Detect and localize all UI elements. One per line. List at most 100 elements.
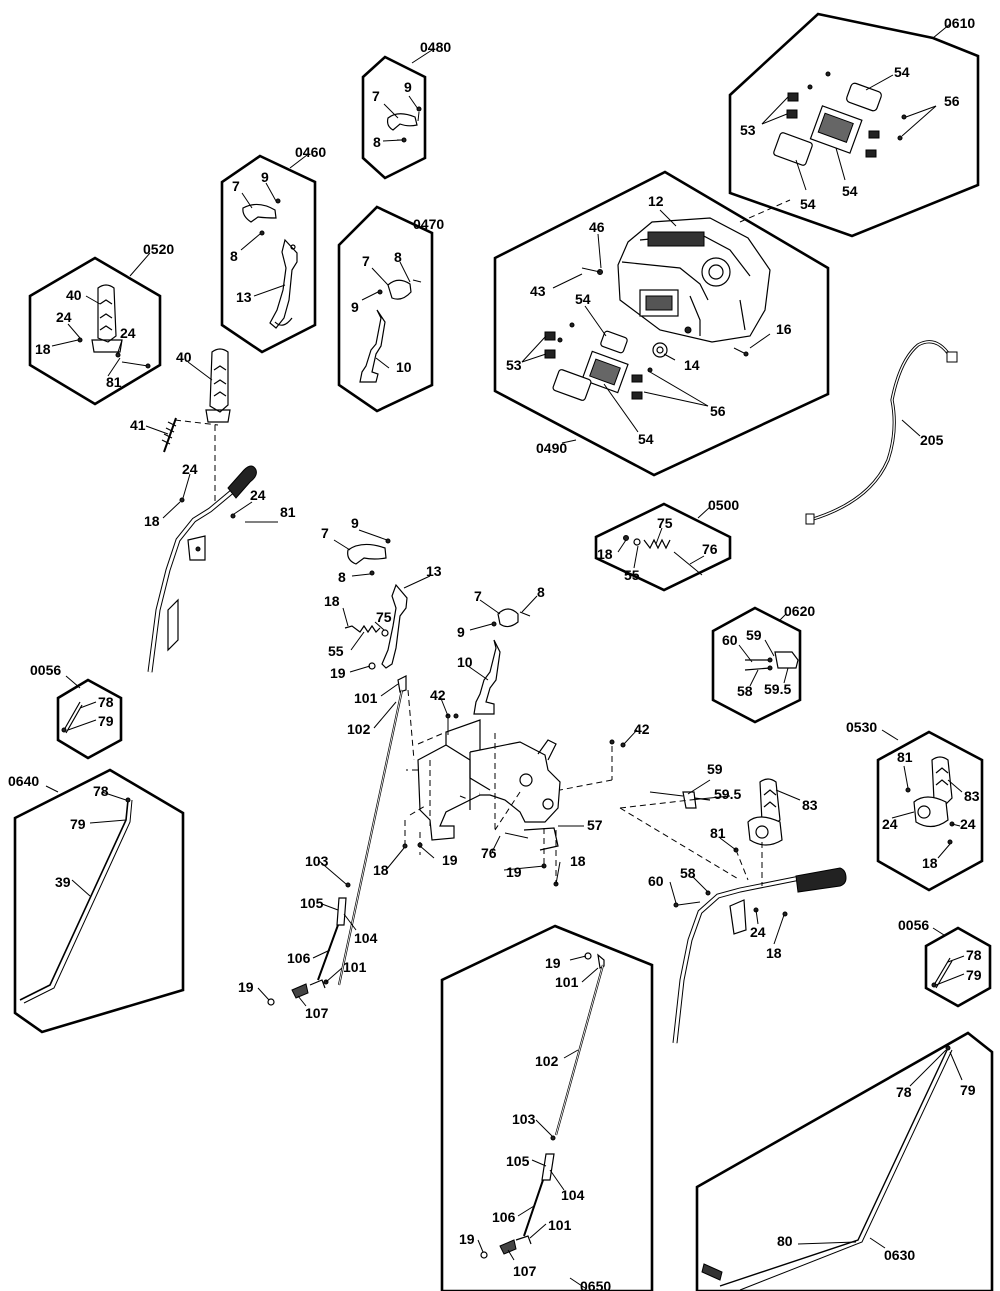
callout: 8: [338, 569, 346, 585]
group-label-0610: 0610: [944, 15, 975, 31]
callout: 101: [548, 1217, 572, 1233]
callout: 78: [896, 1084, 912, 1100]
callout: 81: [710, 825, 726, 841]
group-0610-frame: [728, 12, 980, 238]
callout: 8: [537, 584, 545, 600]
rod-assembly-0650: [480, 952, 605, 1259]
callout: 19: [330, 665, 346, 681]
callout: 76: [702, 541, 718, 557]
switch-parts-0620: [744, 651, 799, 671]
callout: 57: [587, 817, 603, 833]
callout: 81: [280, 504, 296, 520]
callout: 13: [236, 289, 252, 305]
switch-assembly-0610: [773, 71, 907, 166]
callout: 54: [894, 64, 910, 80]
group-label-0470: 0470: [413, 216, 444, 232]
group-0520-frame: [28, 256, 162, 406]
callout: 24: [750, 924, 766, 940]
callout: 18: [324, 593, 340, 609]
callout: 59.5: [714, 786, 741, 802]
callout: 79: [966, 967, 982, 983]
callout: 106: [287, 950, 311, 966]
callout: 43: [530, 283, 546, 299]
shift-handle-0530: [905, 756, 955, 845]
group-0056b-frame: [924, 926, 992, 1008]
callout-numbers: 7 9 8 9 7 8 13 7 8 9 10 40 24 24 18 81 5…: [35, 64, 982, 1279]
callout: 19: [442, 852, 458, 868]
callout: 60: [648, 873, 664, 889]
group-0490-frame: [493, 170, 830, 477]
callout: 9: [404, 79, 412, 95]
callout: 12: [648, 193, 664, 209]
group-0480-frame: [361, 55, 427, 180]
callout: 9: [351, 515, 359, 531]
centre-levers: [337, 538, 531, 986]
callout: 78: [93, 783, 109, 799]
callout: 24: [882, 816, 898, 832]
group-label-0056a: 0056: [30, 662, 61, 678]
callout: 7: [362, 253, 370, 269]
dash-housing-0490: [544, 217, 771, 401]
callout: 75: [657, 515, 673, 531]
group-0460-frame: [220, 154, 317, 354]
group-0630-frame: [695, 1031, 994, 1291]
callout: 83: [802, 797, 818, 813]
callout: 10: [457, 654, 473, 670]
callout: 81: [897, 749, 913, 765]
callout: 40: [66, 287, 82, 303]
lever-handle-0480: [386, 106, 422, 143]
group-frames: [13, 12, 994, 1291]
group-label-0650: 0650: [580, 1278, 611, 1291]
callout: 24: [960, 816, 976, 832]
callout: 9: [261, 169, 269, 185]
callout: 55: [328, 643, 344, 659]
callout: 56: [944, 93, 960, 109]
callout: 60: [722, 632, 738, 648]
cable-80: [701, 1045, 953, 1291]
callout: 101: [354, 690, 378, 706]
callout: 103: [305, 853, 329, 869]
group-label-0620: 0620: [784, 603, 815, 619]
group-label-0640: 0640: [8, 773, 39, 789]
callout: 56: [710, 403, 726, 419]
callout: 46: [589, 219, 605, 235]
callout: 24: [120, 325, 136, 341]
callout: 107: [513, 1263, 537, 1279]
callout: 40: [176, 349, 192, 365]
callout: 19: [506, 864, 522, 880]
callout: 19: [459, 1231, 475, 1247]
callout: 7: [321, 525, 329, 541]
callout: 101: [555, 974, 579, 990]
control-bracket-57: [402, 689, 626, 887]
group-label-0500: 0500: [708, 497, 739, 513]
callout: 79: [960, 1082, 976, 1098]
callout: 53: [740, 122, 756, 138]
group-0640-frame: [13, 768, 185, 1034]
callout: 58: [680, 865, 696, 881]
group-0650-frame: [440, 924, 654, 1291]
group-label-0520: 0520: [143, 241, 174, 257]
callout: 53: [506, 357, 522, 373]
callout: 106: [492, 1209, 516, 1225]
group-label-0530: 0530: [846, 719, 877, 735]
callout: 102: [347, 721, 371, 737]
callout: 24: [56, 309, 72, 325]
group-0620-frame: [711, 606, 802, 724]
shift-handle-0520: [77, 284, 151, 369]
callout: 10: [396, 359, 412, 375]
callout: 104: [354, 930, 378, 946]
rod-parts-left: [267, 882, 351, 1006]
group-labels: 0480 0460 0470 0520 0610 0490 0500 0620 …: [8, 15, 975, 1291]
callout: 76: [481, 845, 497, 861]
callout: 54: [842, 183, 858, 199]
callout: 59.5: [764, 681, 791, 697]
callout: 101: [343, 959, 367, 975]
callout: 59: [746, 627, 762, 643]
cable-205: [805, 340, 958, 525]
spring-set-0500: [623, 535, 703, 576]
left-handle-assembly: [147, 348, 278, 673]
callout: 7: [474, 588, 482, 604]
callout: 18: [922, 855, 938, 871]
callout: 42: [430, 687, 446, 703]
